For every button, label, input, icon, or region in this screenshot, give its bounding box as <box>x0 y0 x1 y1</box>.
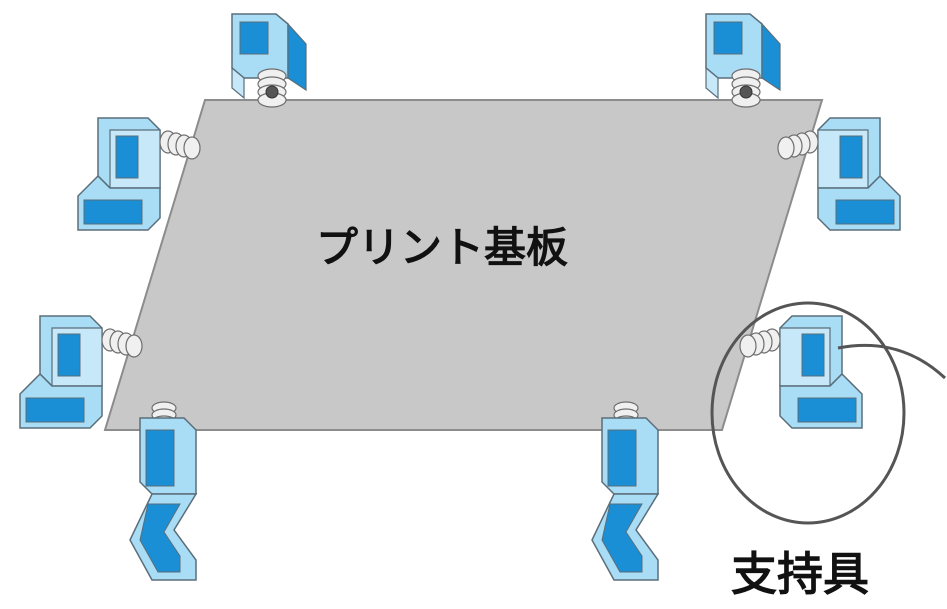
support-bracket-icon-right-lower <box>739 315 863 429</box>
support-bracket-icon-top-right <box>705 13 781 108</box>
board-label: プリント基板 <box>316 223 568 272</box>
pcb-board <box>103 99 824 431</box>
support-bracket-icon-top-left <box>231 13 307 108</box>
callout-label: 支持具 <box>731 547 869 601</box>
support-bracket-icon-bottom-right <box>591 401 659 581</box>
callout-circle <box>710 301 906 525</box>
callout-leader-line <box>837 343 947 380</box>
support-bracket-icon-bottom-left <box>129 401 197 581</box>
